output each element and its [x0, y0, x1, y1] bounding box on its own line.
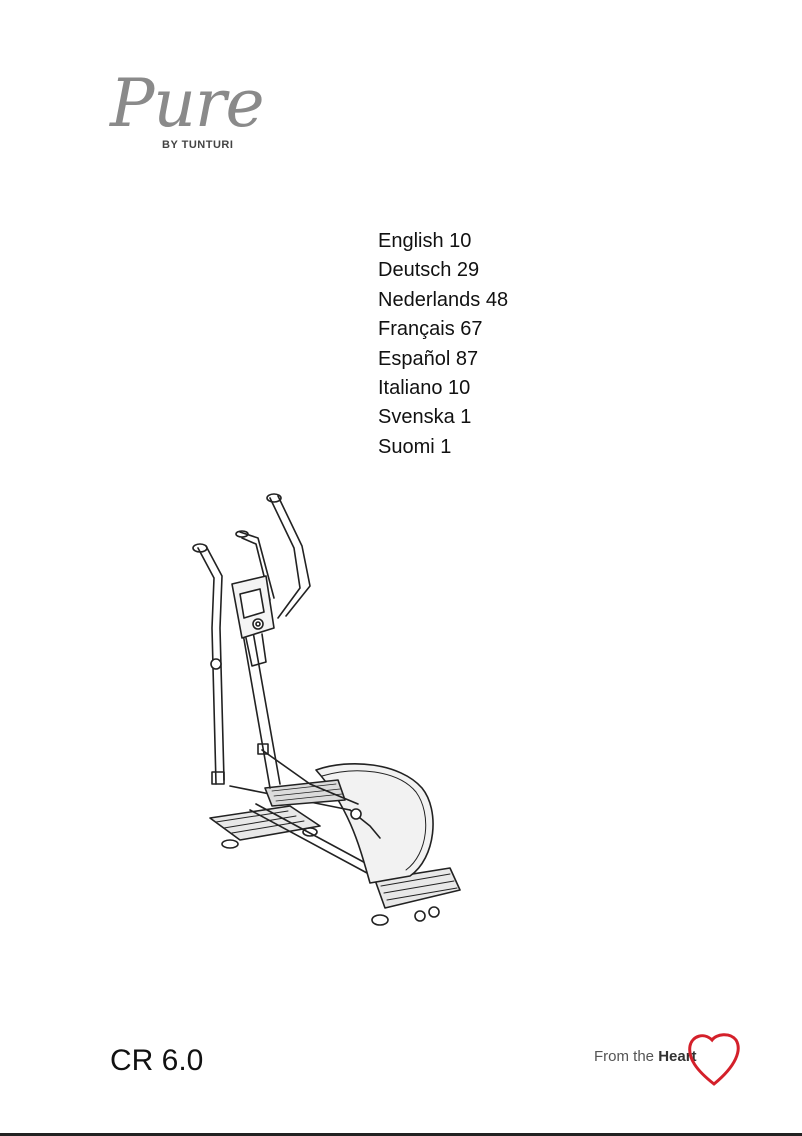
language-contents: English 10 Deutsch 29 Nederlands 48 Fran… — [378, 227, 508, 462]
contents-item: Nederlands 48 — [378, 288, 509, 311]
brand-subtitle: BY TUNTURI — [162, 139, 234, 151]
contents-item: Deutsch 29 — [378, 259, 480, 282]
footer-rule — [0, 1133, 802, 1136]
brand-logo: Pure BY TUNTURI — [110, 65, 280, 155]
tagline-text: From the Heart — [594, 1048, 697, 1065]
tagline-prefix: From the — [594, 1048, 659, 1065]
contents-item: Italiano 10 — [378, 377, 471, 400]
contents-item: Français 67 — [378, 318, 483, 341]
heart-icon — [688, 1033, 740, 1086]
model-name: CR 6.0 — [110, 1044, 204, 1077]
contents-item: Suomi 1 — [378, 435, 452, 458]
contents-item: English 10 — [378, 230, 472, 252]
contents-item: Svenska 1 — [378, 406, 472, 429]
tagline-logo: From the Heart — [594, 1030, 744, 1090]
elliptical-trainer-icon — [170, 488, 470, 938]
contents-item: Español 87 — [378, 347, 479, 370]
brand-name: Pure — [110, 65, 265, 142]
tagline-emphasis: Heart — [658, 1048, 697, 1065]
